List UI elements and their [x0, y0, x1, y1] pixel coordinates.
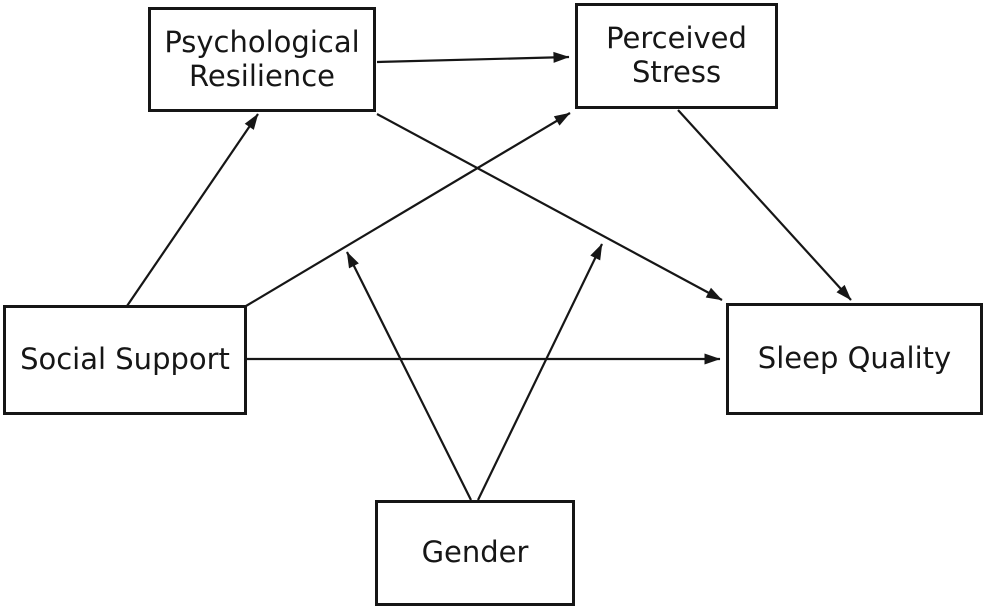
node-gender: Gender — [375, 500, 575, 606]
edge-stress-to-sleep — [677, 109, 852, 301]
node-psychological-resilience-label: Psychological Resilience — [164, 24, 360, 93]
edge-resilience-to-sleep — [376, 113, 723, 301]
edge-resilience-to-stress — [376, 51, 570, 64]
node-sleep-quality: Sleep Quality — [726, 303, 983, 415]
node-social-support-label: Social Support — [20, 342, 230, 377]
node-social-support: Social Support — [3, 305, 247, 415]
edge-gender-moderates-support-stress-path — [346, 251, 472, 501]
edge-support-to-resilience — [126, 113, 259, 307]
node-psychological-resilience: Psychological Resilience — [148, 7, 376, 112]
node-perceived-stress-label: Perceived Stress — [606, 21, 747, 89]
node-sleep-quality-label: Sleep Quality — [757, 341, 952, 376]
node-perceived-stress: Perceived Stress — [575, 3, 778, 109]
edge-gender-moderates-resilience-sleep-path — [477, 243, 603, 501]
node-gender-label: Gender — [421, 535, 529, 570]
edge-support-to-stress — [245, 112, 571, 307]
